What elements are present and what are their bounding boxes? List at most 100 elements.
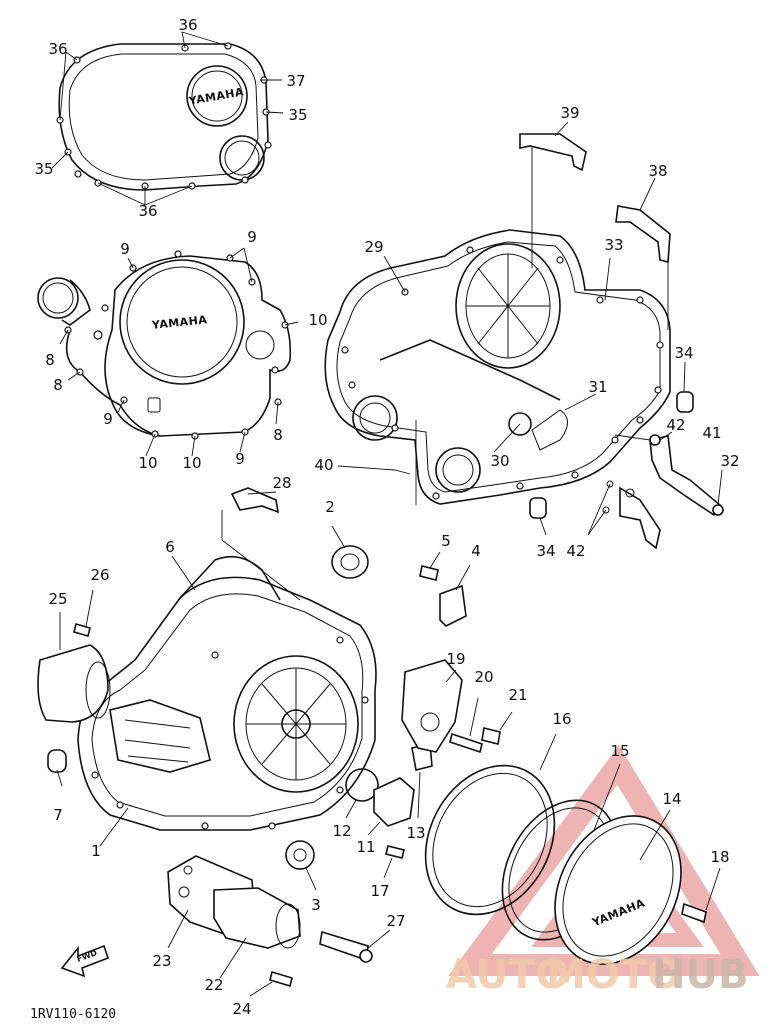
seal-2 xyxy=(331,545,369,579)
bracket-4 xyxy=(439,584,467,627)
callout-23: 23 xyxy=(152,952,171,970)
bracket-38 xyxy=(615,177,671,330)
callout-19: 19 xyxy=(446,650,465,668)
watermark-auto: AUTO xyxy=(446,952,570,998)
callout-15: 15 xyxy=(610,742,629,760)
plug-7 xyxy=(47,749,67,773)
bolt-26 xyxy=(73,623,91,637)
gasket-16 xyxy=(424,764,556,916)
starter-motor-25 xyxy=(37,644,109,723)
callout-9: 9 xyxy=(103,410,113,428)
callout-25: 25 xyxy=(48,590,67,608)
crankcase-cover-left xyxy=(37,510,377,847)
screw-18 xyxy=(681,902,707,924)
bracket-41 xyxy=(649,435,722,517)
callout-12: 12 xyxy=(332,822,351,840)
yamaha-badge-text-2: YAMAHA xyxy=(150,313,208,332)
generator-cover-parts: YAMAHA xyxy=(383,659,721,965)
callout-32: 32 xyxy=(720,452,739,470)
magneto-cover-dots xyxy=(64,250,289,440)
oring-12 xyxy=(345,768,379,802)
drawing-code: 1RV110-6120 xyxy=(30,1007,116,1022)
callout-29: 29 xyxy=(364,238,383,256)
bottom-left-parts: FWD xyxy=(60,855,391,997)
callout-20: 20 xyxy=(474,668,493,686)
magneto-cover: YAMAHA xyxy=(37,247,299,457)
callout-9: 9 xyxy=(247,228,257,246)
callout-30: 30 xyxy=(490,452,509,470)
bolt-17 xyxy=(385,845,405,859)
top-clutch-cover: YAMAHA xyxy=(51,31,284,206)
watermark-text: AUTO MOTO HUB xyxy=(446,952,748,998)
callout-8: 8 xyxy=(45,351,55,369)
callout-14: 14 xyxy=(662,790,681,808)
callout-39: 39 xyxy=(560,104,579,122)
callout-16: 16 xyxy=(552,710,571,728)
damper-34b xyxy=(529,497,547,519)
callout-11: 11 xyxy=(356,838,375,856)
seal-3 xyxy=(285,840,315,870)
callout-7: 7 xyxy=(53,806,63,824)
lower-cover-dots xyxy=(91,636,369,830)
yamaha-badge-text: YAMAHA xyxy=(187,85,245,108)
clip-28 xyxy=(230,487,280,514)
fwd-arrow: FWD xyxy=(60,944,110,978)
callout-4: 4 xyxy=(471,542,481,560)
callout-8: 8 xyxy=(273,426,283,444)
callout-26: 26 xyxy=(90,566,109,584)
right-crankcase xyxy=(324,229,671,505)
callout-24: 24 xyxy=(232,1000,251,1018)
bolt-24 xyxy=(269,970,293,988)
callout-9: 9 xyxy=(235,450,245,468)
callout-36: 36 xyxy=(178,16,197,34)
crankcase-dots xyxy=(341,246,664,500)
callout-28: 28 xyxy=(272,474,291,492)
callout-3: 3 xyxy=(311,896,321,914)
callout-13: 13 xyxy=(406,824,425,842)
callout-5: 5 xyxy=(441,532,451,550)
callout-6: 6 xyxy=(165,538,175,556)
callout-10: 10 xyxy=(138,454,157,472)
callout-37: 37 xyxy=(286,72,305,90)
cover-22 xyxy=(213,887,301,949)
damper-34a xyxy=(676,391,694,413)
screw-5 xyxy=(419,565,439,581)
callout-31: 31 xyxy=(588,378,607,396)
callout-10: 10 xyxy=(182,454,201,472)
watermark-hub: HUB xyxy=(652,952,748,998)
callout-17: 17 xyxy=(370,882,389,900)
callout-18: 18 xyxy=(710,848,729,866)
callout-27: 27 xyxy=(386,912,405,930)
callout-8: 8 xyxy=(53,376,63,394)
callout-35: 35 xyxy=(34,160,53,178)
callout-10: 10 xyxy=(308,311,327,329)
callout-1: 1 xyxy=(91,842,101,860)
cover-14 xyxy=(554,815,682,965)
callout-35: 35 xyxy=(288,106,307,124)
right-small-parts xyxy=(529,361,724,550)
callout-9: 9 xyxy=(120,240,130,258)
callout-34: 34 xyxy=(536,542,555,560)
callout-36: 36 xyxy=(138,202,157,220)
bracket-39 xyxy=(519,121,587,268)
callout-40: 40 xyxy=(314,456,333,474)
callout-34: 34 xyxy=(674,344,693,362)
callout-38: 38 xyxy=(648,162,667,180)
bolt-32 xyxy=(712,504,724,516)
watermark-moto: MOTO xyxy=(546,952,681,998)
bolt-20 xyxy=(449,732,483,754)
callout-42: 42 xyxy=(566,542,585,560)
center-small-parts xyxy=(230,487,471,891)
callout-36: 36 xyxy=(48,40,67,58)
bolt-21 xyxy=(481,727,501,745)
callout-33: 33 xyxy=(604,236,623,254)
plug-11 xyxy=(373,777,415,827)
callout-2: 2 xyxy=(325,498,335,516)
callout-42: 42 xyxy=(666,416,685,434)
callout-21: 21 xyxy=(508,686,527,704)
callout-22: 22 xyxy=(204,976,223,994)
callout-41: 41 xyxy=(702,424,721,442)
